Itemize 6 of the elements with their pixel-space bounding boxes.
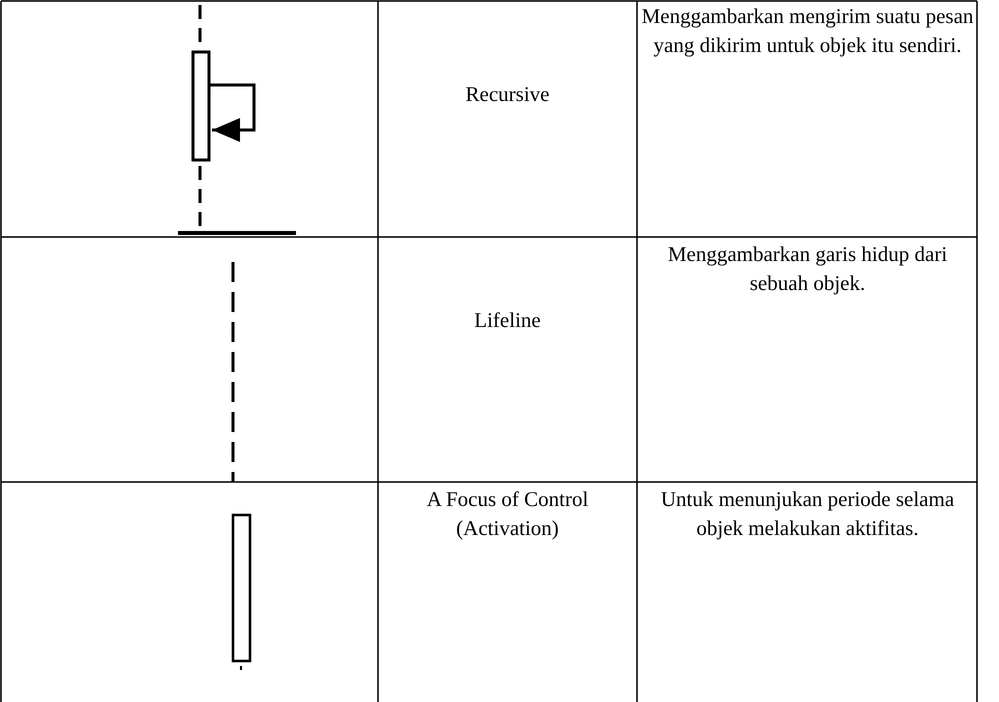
description-text: Untuk menunjukan periode selama objek melakukan aktifitas. xyxy=(660,486,956,542)
description-text: Menggambarkan garis hidup dari sebuah objek. xyxy=(666,241,948,297)
symbol-name: Recursive xyxy=(464,81,550,108)
symbol-name: Lifeline xyxy=(473,307,542,334)
description-text: Menggambarkan mengirim suatu pesan yang dikirim untuk objek itu sendiri. xyxy=(640,3,974,59)
symbol-name: A Focus of Control (Activation) xyxy=(426,486,590,542)
